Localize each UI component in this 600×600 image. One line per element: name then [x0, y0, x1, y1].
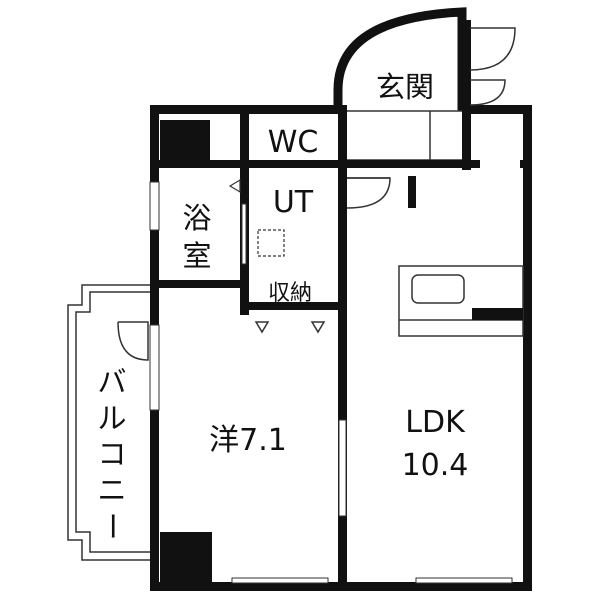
- entrance-label: 玄関: [376, 70, 434, 104]
- balcony-char-5: ー: [95, 511, 129, 540]
- bath-label-line2: 室: [182, 239, 211, 273]
- wc-label: WC: [268, 125, 319, 160]
- ldk-label-line2: 10.4: [402, 448, 469, 483]
- interior-walls: [150, 105, 532, 591]
- balcony-char-2: ル: [97, 401, 126, 435]
- kitchen-counter: [398, 265, 524, 337]
- storage-label: 収納: [268, 281, 312, 306]
- balcony-char-4: ニ: [97, 473, 126, 507]
- western-room-label: 洋7.1: [209, 423, 287, 458]
- ldk-label-line1: LDK: [405, 405, 466, 440]
- balcony-label: バ ル コ ニ ー: [95, 365, 129, 541]
- balcony: [67, 284, 150, 561]
- ut-label: UT: [273, 185, 314, 220]
- balcony-char-1: バ: [97, 365, 126, 399]
- bath-label-line1: 浴: [182, 201, 211, 235]
- doors: [117, 27, 516, 361]
- openings: [149, 181, 513, 584]
- room-labels: 玄関 WC UT 浴 室 収納 洋7.1 LDK 10.4: [182, 70, 468, 483]
- balcony-char-3: コ: [97, 437, 126, 471]
- storage-marks: [228, 178, 326, 334]
